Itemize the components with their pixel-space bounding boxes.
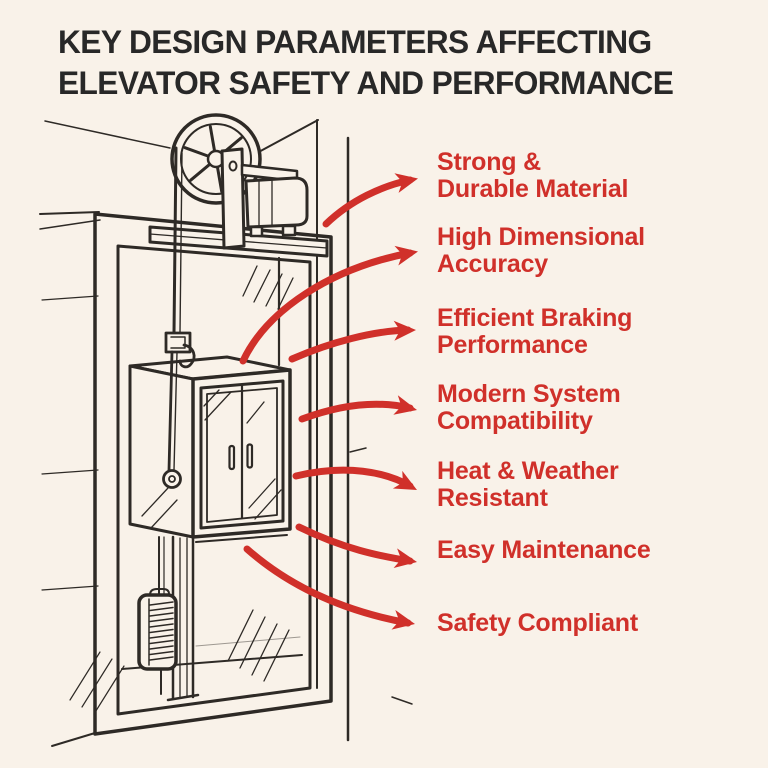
label-line: Efficient Braking [437,304,633,332]
door-frame [199,379,285,530]
elevator-car [128,355,292,543]
label-line: High Dimensional [437,223,645,251]
label-line: Durable Material [437,175,629,203]
arrow-7-head [391,609,415,630]
arrow-2-head [394,245,418,266]
label-high-dimensional-accuracy: High Dimensional Accuracy [437,224,645,278]
label-heat-weather-resistant: Heat & Weather Resistant [437,458,619,512]
label-line: Strong & [437,148,541,176]
label-line: Compatibility [437,407,593,435]
traction-sheave-pulley [170,113,262,250]
arrow-1-head [394,173,418,193]
rod-eye [162,469,182,489]
label-efficient-braking-performance: Efficient Braking Performance [437,305,632,359]
callout-arrows [239,173,418,630]
counterweight [137,536,178,695]
label-line: Modern System [437,380,621,408]
page-title-line1: KEY DESIGN PARAMETERS AFFECTING [58,24,652,60]
arrow-5-curve [292,466,414,490]
label-line: Heat & Weather [437,457,619,485]
label-line: Performance [437,331,588,359]
label-safety-compliant: Safety Compliant [437,610,638,637]
door-handle-right [246,443,254,469]
arrow-5-head [392,470,417,490]
page-title: KEY DESIGN PARAMETERS AFFECTING ELEVATOR… [58,22,731,104]
page-title-line2: ELEVATOR SAFETY AND PERFORMANCE [58,65,674,101]
arrow-3-curve [288,326,412,363]
label-line: Safety Compliant [437,609,638,637]
label-strong-durable-material: Strong & Durable Material [437,148,629,203]
label-line: Accuracy [437,250,548,278]
door-handle-left [228,444,236,471]
arrow-1-curve [322,176,414,228]
arrow-3-head [393,320,416,341]
sheave-bracket [220,147,246,250]
arrow-6-curve [295,523,414,565]
label-line: Resistant [437,484,548,512]
arrow-4-curve [298,400,414,423]
label-modern-system-compatibility: Modern System Compatibility [437,381,621,435]
arrow-2-curve [239,249,414,365]
arrow-4-head [393,395,417,415]
hook [178,343,196,369]
suspension-cable-hook [162,146,196,489]
electric-motor [240,163,309,238]
linkage-rod [167,350,174,472]
arrow-7-curve [243,545,412,627]
label-line: Easy Maintenance [437,536,651,564]
arrow-6-head [393,548,417,569]
label-easy-maintenance: Easy Maintenance [437,537,651,564]
